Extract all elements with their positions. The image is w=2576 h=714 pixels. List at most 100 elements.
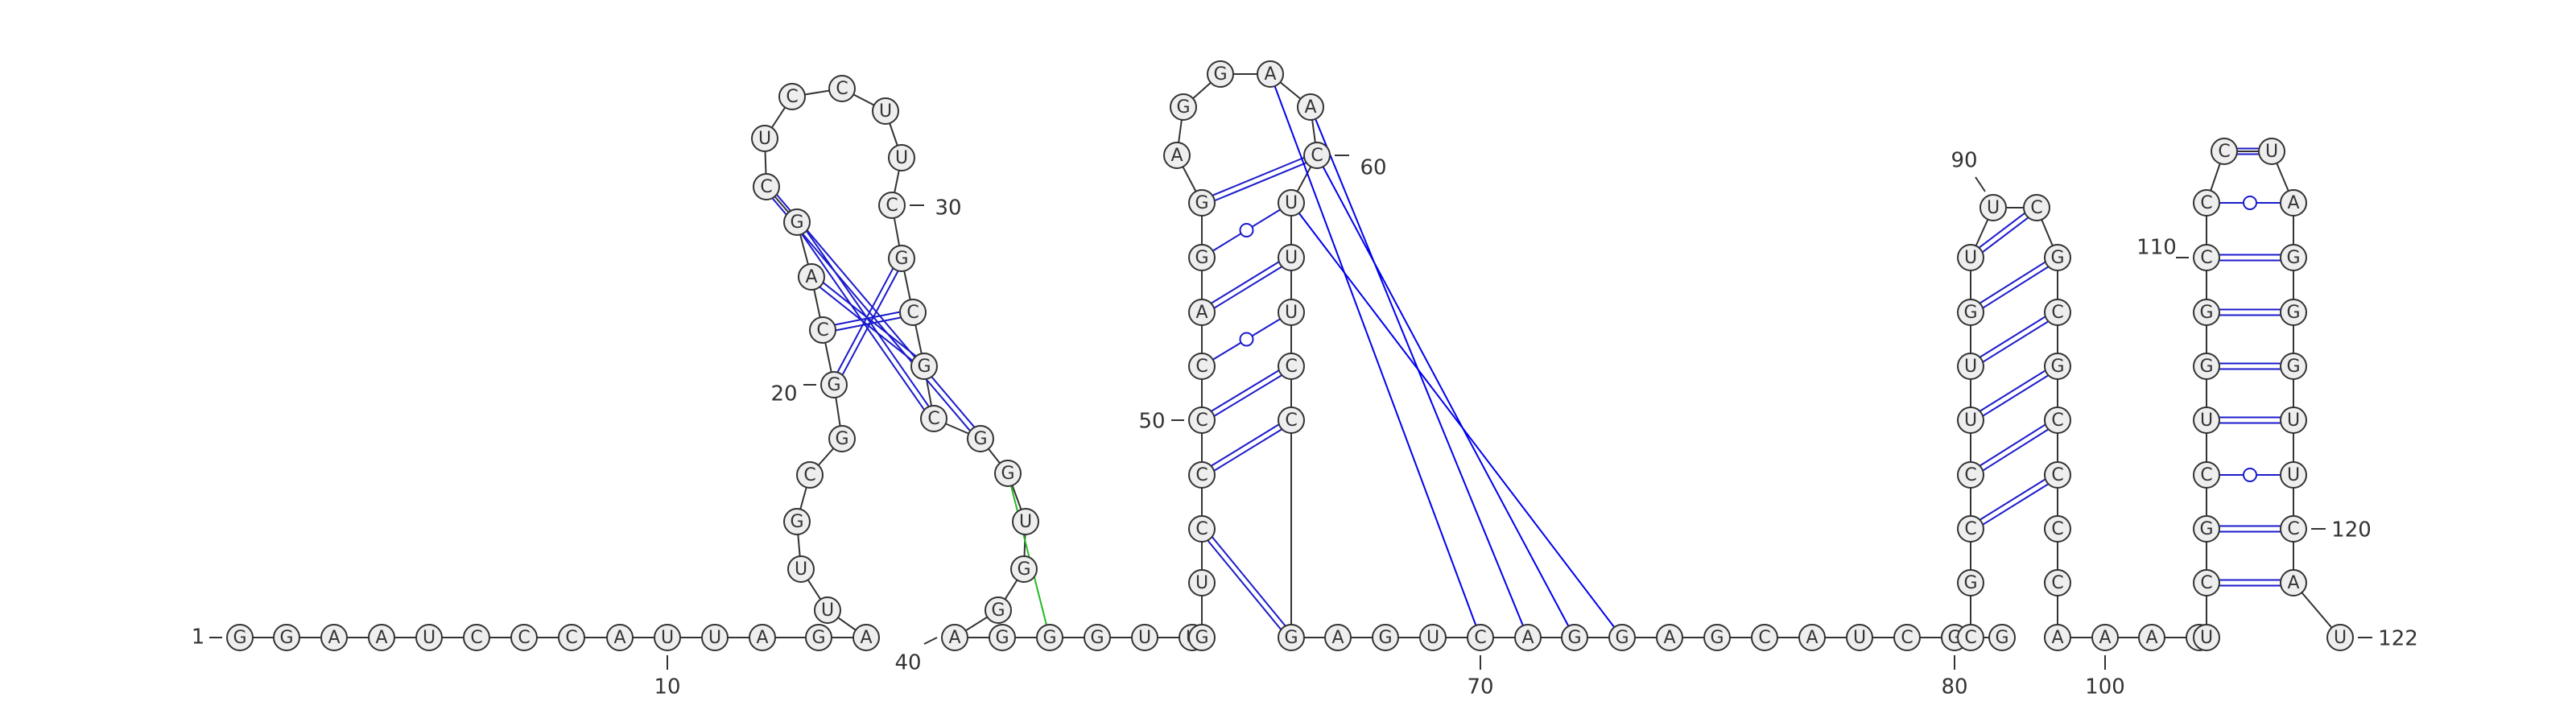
nucleotide-letter: C [1474,628,1486,648]
nucleotide-87: U [1957,353,1984,380]
nucleotide-40: A [941,624,968,651]
nucleotide-78: U [1846,624,1873,651]
nucleotide-letter: U [1964,411,1977,431]
nucleotide-letter: G [1195,248,1208,268]
nucleotide-letter: C [518,628,530,648]
nucleotide-15: U [814,596,841,624]
nucleotide-120: C [2280,515,2307,543]
base-pair-canonical [2219,308,2281,316]
nucleotide-54: G [1188,189,1216,217]
base-pair-canonical [771,194,976,431]
nucleotide-letter: A [1663,628,1675,648]
nucleotide-letter: G [2050,248,2064,268]
nucleotide-letter: U [2287,465,2300,485]
nucleotide-letter: G [1710,628,1724,648]
position-label-60: 60 [1335,155,1387,180]
nucleotide-letter: U [1138,628,1151,648]
svg-text:122: 122 [2378,627,2418,651]
nucleotide-64: C [1278,353,1305,380]
svg-text:60: 60 [1360,156,1386,180]
nucleotide-letter: A [756,628,768,648]
nucleotide-114: A [2280,189,2307,217]
nucleotide-letter: C [2200,248,2212,268]
nucleotide-76: C [1751,624,1778,651]
nucleotide-50: C [1188,407,1216,434]
nucleotide-letter: C [2218,142,2230,162]
nucleotide-100: A [2091,624,2119,651]
nucleotide-letter: C [2051,303,2063,323]
nucleotide-60: C [1303,142,1331,169]
nucleotide-101: A [2138,624,2165,651]
nucleotide-letter: U [758,129,771,149]
nucleotide-letter: A [375,628,387,648]
nucleotide-8: C [558,624,585,651]
base-pair-canonical [1979,478,2049,526]
nucleotide-58: A [1257,60,1284,88]
nucleotide-letter: C [470,628,482,648]
nucleotide-109: G [2193,299,2220,326]
nucleotide-letter: C [2200,465,2212,485]
nucleotide-97: C [2044,515,2071,543]
base-pair-wobble [1212,318,1281,361]
svg-text:70: 70 [1467,675,1493,700]
nucleotide-letter: G [1284,628,1298,648]
nucleotide-46: G [1188,624,1216,651]
svg-text:40: 40 [894,651,921,675]
svg-text:20: 20 [770,382,797,407]
nucleotide-12: A [749,624,776,651]
nucleotide-letter: G [1042,628,1056,648]
nucleotide-2: G [273,624,300,651]
nucleotide-83: G [1957,569,1984,596]
nucleotide-letter: A [948,628,960,648]
nucleotide-20: G [820,371,848,398]
nucleotide-51: C [1188,353,1216,380]
nucleotide-letter: U [423,628,436,648]
nucleotide-letter: C [836,79,848,99]
base-pair-canonical [2219,362,2281,370]
nucleotide-letter: C [2287,519,2299,539]
nucleotide-letter: C [1195,357,1208,377]
nucleotide-29: U [888,144,915,171]
nucleotide-41: G [989,624,1016,651]
nucleotide-71: A [1514,624,1542,651]
nucleotide-31: G [888,245,915,272]
nucleotide-letter: G [917,357,931,377]
nucleotide-35: G [967,425,994,452]
nucleotide-16: U [787,555,815,583]
nucleotide-25: U [751,125,778,152]
nucleotide-105: G [2193,515,2220,543]
nucleotide-letter: U [1853,628,1866,648]
nucleotide-10: U [654,624,681,651]
nucleotide-letter: G [2286,357,2300,377]
nucleotide-letter: G [1017,559,1030,580]
nucleotide-letter: U [2200,628,2213,648]
base-pair-wobble [2219,196,2281,210]
nucleotide-letter: C [2051,465,2063,485]
svg-text:120: 120 [2331,518,2372,543]
position-label-50: 50 [1138,410,1184,434]
nucleotide-letter: C [1195,411,1208,431]
nucleotide-18: C [796,461,824,489]
base-pair-canonical [2237,147,2259,155]
base-pair-canonical [1207,536,1286,630]
nucleotide-letter: C [1195,519,1208,539]
nucleotide-letter: U [1987,198,2000,218]
nucleotide-letter: A [613,628,625,648]
base-pair-canonical [2219,254,2281,262]
nucleotide-letter: C [786,87,798,107]
nucleotide-42: G [1036,624,1063,651]
nucleotide-21: C [809,316,836,344]
base-pair-canonical [1212,156,1307,202]
nucleotide-74: A [1656,624,1683,651]
nucleotide-letter: G [835,429,848,449]
svg-text:10: 10 [654,675,680,700]
nucleotide-37: U [1012,508,1039,535]
nucleotide-62: U [1278,244,1305,271]
nucleotide-112: C [2211,138,2238,165]
nucleotide-letter: A [1331,628,1344,648]
nucleotide-letter: U [2265,142,2278,162]
nucleotide-letter: U [821,601,834,621]
nucleotide-61: U [1278,189,1305,217]
position-label-100: 100 [2085,655,2125,700]
